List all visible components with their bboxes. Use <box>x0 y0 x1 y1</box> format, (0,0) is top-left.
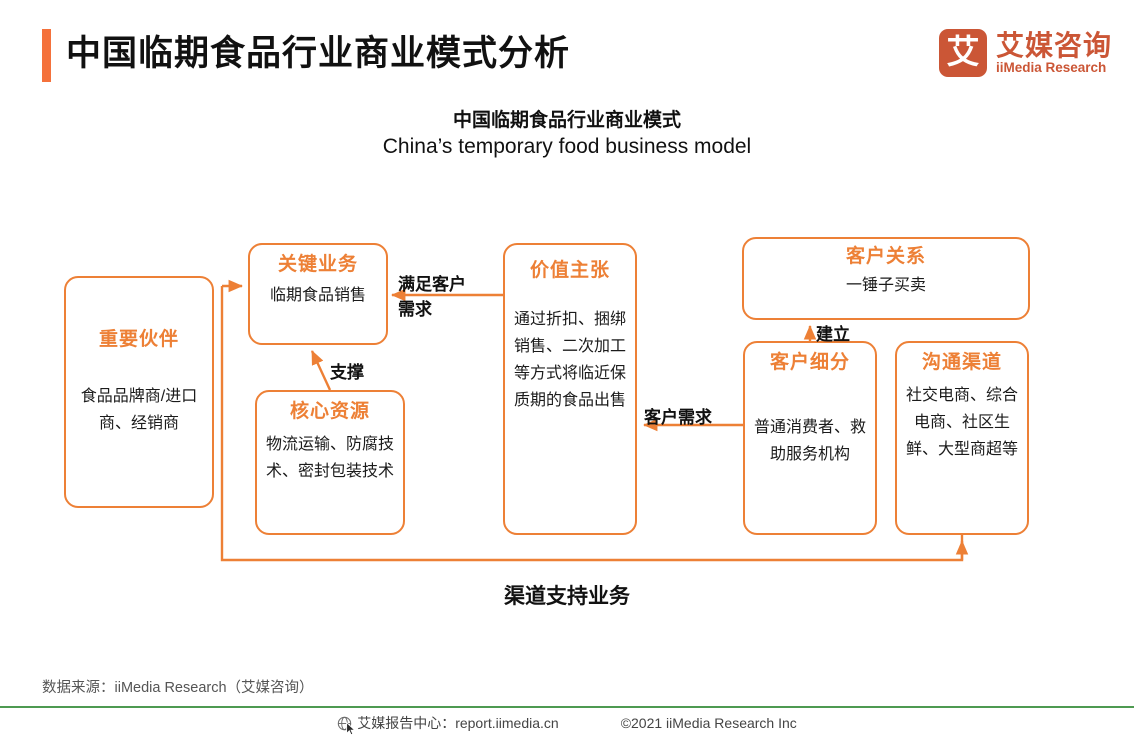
diagram-node-customer-segments[interactable]: 客户细分 普通消费者、救助服务机构 <box>743 341 877 535</box>
node-title: 客户关系 <box>845 246 926 267</box>
diagram-node-partners[interactable]: 重要伙伴 食品品牌商/进口商、经销商 <box>64 276 214 508</box>
brand-logo: 艾 艾媒咨询 iiMedia Research <box>938 26 1112 80</box>
node-title: 价值主张 <box>529 260 610 281</box>
node-title: 重要伙伴 <box>98 329 179 350</box>
diagram-connectors <box>220 279 969 562</box>
edge-label-line2: 需求 <box>398 300 432 319</box>
diagram-node-channels[interactable]: 沟通渠道 社交电商、综合电商、社区生鲜、大型商超等 <box>895 341 1029 535</box>
footer-report-center-text: 艾媒报告中心：report.iimedia.cn <box>357 714 559 731</box>
node-body: 普通消费者、救助服务机构 <box>753 419 866 463</box>
footer-copyright: ©2021 iiMedia Research Inc <box>620 714 797 731</box>
diagram-node-core-resource[interactable]: 核心资源 物流运输、防腐技术、密封包装技术 <box>255 390 405 535</box>
node-title: 关键业务 <box>277 254 358 275</box>
iimedia-logo-icon: 艾 <box>938 29 987 77</box>
node-body: 一锤子买卖 <box>845 277 926 294</box>
edge-label-line1: 满足客户 <box>398 275 466 294</box>
brand-logo-text: 艾媒咨询 iiMedia Research <box>996 31 1112 76</box>
chart-subtitle: 中国临期食品行业商业模式 China’s temporary food busi… <box>0 108 1134 161</box>
edge-label-channel-support: 渠道支持业务 <box>504 585 630 608</box>
mouse-cursor-icon <box>346 722 357 736</box>
node-title: 核心资源 <box>289 401 370 422</box>
subtitle-en: China’s temporary food business model <box>382 135 752 158</box>
node-title: 沟通渠道 <box>921 352 1002 373</box>
edge-label-customer-demand: 客户需求 <box>644 408 712 427</box>
brand-name-en: iiMedia Research <box>995 59 1107 75</box>
diagram-node-value-proposition[interactable]: 价值主张 通过折扣、捆绑销售、二次加工等方式将临近保质期的食品出售 <box>503 243 637 535</box>
title-accent-bar <box>42 29 51 82</box>
node-body: 通过折扣、捆绑销售、二次加工等方式将临近保质期的食品出售 <box>513 311 626 409</box>
diagram-node-key-business[interactable]: 关键业务 临期食品销售 <box>248 243 388 345</box>
page-title: 中国临期食品行业商业模式分析 <box>66 34 571 73</box>
footer-report-center[interactable]: 艾媒报告中心：report.iimedia.cn <box>337 713 559 736</box>
node-body: 社交电商、综合电商、社区生鲜、大型商超等 <box>905 387 1018 458</box>
edge-label-establish: 建立 <box>816 325 850 344</box>
edge-label-satisfy-demand: 满足客户 需求 <box>398 272 466 322</box>
footer-divider <box>0 706 1134 708</box>
business-model-diagram: 重要伙伴 食品品牌商/进口商、经销商 关键业务 临期食品销售 核心资源 物流运输… <box>64 237 1030 608</box>
page-header: 中国临期食品行业商业模式分析 艾 艾媒咨询 iiMedia Research <box>0 0 1134 96</box>
node-body: 食品品牌商/进口商、经销商 <box>80 388 198 432</box>
source-note: 数据来源：iiMedia Research（艾媒咨询） <box>42 680 314 696</box>
edge-label-support: 支撑 <box>330 363 364 382</box>
globe-icon <box>337 716 357 736</box>
diagram-node-customer-relations[interactable]: 客户关系 一锤子买卖 <box>742 237 1030 320</box>
subtitle-cn: 中国临期食品行业商业模式 <box>452 110 681 131</box>
brand-name-cn: 艾媒咨询 <box>995 29 1112 61</box>
footer-bar: 艾媒报告中心：report.iimedia.cn ©2021 iiMedia R… <box>0 708 1134 737</box>
node-body: 物流运输、防腐技术、密封包装技术 <box>265 436 394 480</box>
node-body: 临期食品销售 <box>269 287 366 304</box>
node-title: 客户细分 <box>769 352 850 373</box>
